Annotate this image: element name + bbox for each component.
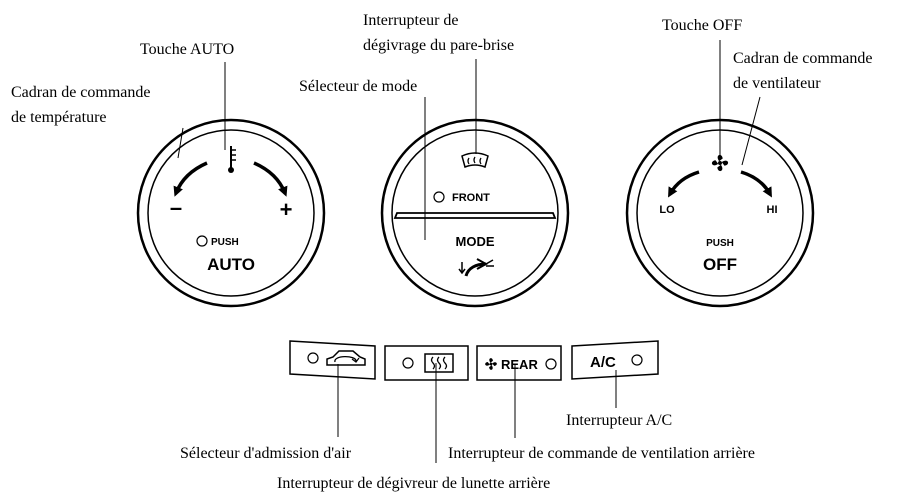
push-label: PUSH — [211, 237, 239, 248]
rear-defrost-icon — [424, 353, 454, 373]
arrow-left-icon — [668, 170, 700, 198]
push-label: PUSH — [706, 238, 734, 249]
windshield-defrost-icon — [461, 152, 489, 169]
temp-plus-label: + — [280, 197, 293, 222]
indicator-light-icon — [433, 191, 445, 203]
arrow-right-icon — [253, 161, 288, 197]
arrow-left-icon — [173, 161, 208, 197]
callout-mode-selector: Sélecteur de mode — [299, 78, 417, 95]
callout-air-intake: Sélecteur d'admission d'air — [180, 445, 352, 462]
callout-temp-dial-line1: Cadran de commande — [11, 84, 151, 101]
callout-off-button: Touche OFF — [662, 17, 742, 34]
car-recirculation-icon — [326, 350, 366, 366]
temp-minus-label: – — [170, 195, 182, 220]
thermometer-icon — [228, 146, 236, 173]
rear-label: REAR — [501, 357, 538, 372]
indicator-light-icon — [402, 357, 414, 369]
air-intake-button[interactable] — [289, 340, 376, 380]
arrow-right-icon — [740, 170, 772, 198]
off-button[interactable]: OFF — [703, 255, 737, 274]
leader-lines — [177, 40, 761, 463]
rear-defrost-button[interactable] — [384, 345, 469, 381]
callout-temp-dial-line2: de température — [11, 109, 107, 126]
callout-rear-fan: Interrupteur de commande de ventilation … — [448, 445, 755, 462]
indicator-light-icon — [545, 358, 557, 370]
callout-rear-defogger: Interrupteur de dégivreur de lunette arr… — [277, 475, 550, 492]
callout-fan-dial-line2: de ventilateur — [733, 75, 821, 92]
mode-button[interactable]: MODE — [456, 234, 495, 249]
fan-control-dial[interactable] — [625, 118, 815, 308]
temperature-dial[interactable] — [136, 118, 326, 308]
callout-auto-button: Touche AUTO — [140, 41, 234, 58]
indicator-light-icon — [307, 352, 319, 364]
ac-label: A/C — [590, 354, 616, 371]
fan-lo-label: LO — [659, 204, 675, 216]
callout-ac-switch: Interrupteur A/C — [566, 412, 672, 429]
callout-windshield-defrost-line1: Interrupteur de — [363, 12, 459, 29]
callout-windshield-defrost-line2: dégivrage du pare-brise — [363, 37, 514, 54]
front-label: FRONT — [452, 192, 490, 204]
callout-fan-dial-line1: Cadran de commande — [733, 50, 873, 67]
indicator-light-icon — [631, 354, 643, 366]
front-defrost-button[interactable] — [393, 212, 557, 219]
airflow-mode-icon — [458, 258, 494, 277]
fan-hi-label: HI — [767, 204, 778, 216]
auto-button[interactable]: AUTO — [207, 255, 255, 274]
ac-button[interactable] — [571, 340, 659, 380]
indicator-light-icon — [196, 235, 208, 247]
